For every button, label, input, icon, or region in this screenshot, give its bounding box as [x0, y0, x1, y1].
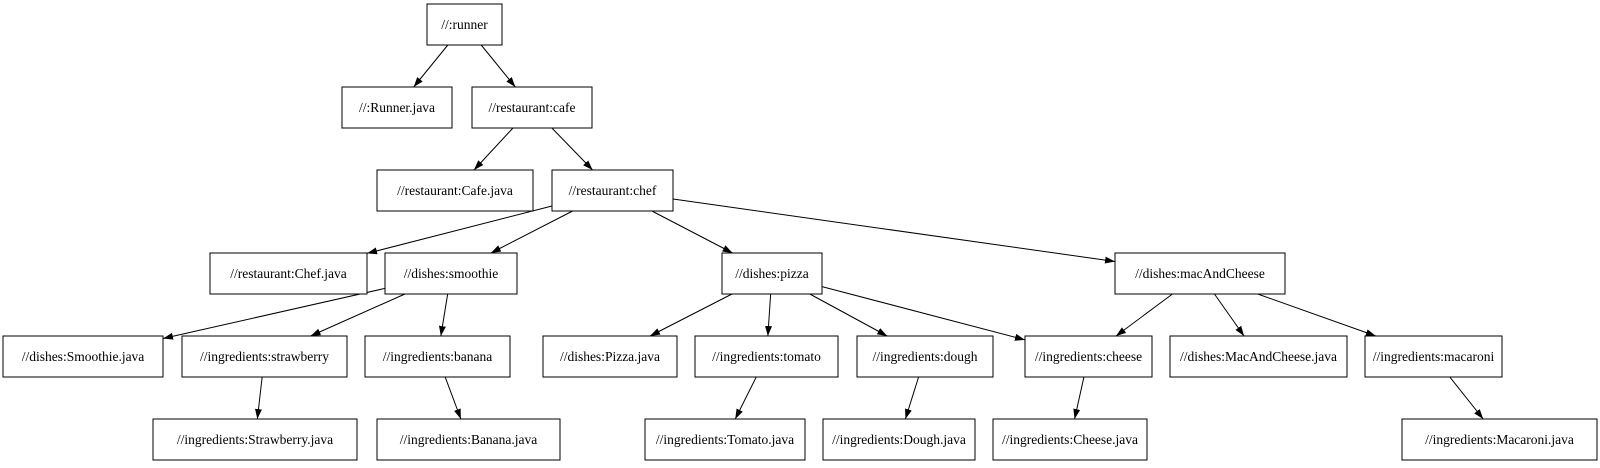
graph-edge-macandcheese-to-cheese [1115, 293, 1173, 337]
node-box-cafe [471, 86, 593, 129]
node-box-macandcheese [1114, 252, 1286, 295]
graph-node-tomato: //ingredients:tomato [694, 335, 839, 378]
node-box-cafe_java [376, 169, 534, 212]
node-label-macaroni_java: //ingredients:Macaroni.java [1425, 432, 1574, 447]
node-label-cafe_java: //restaurant:Cafe.java [397, 183, 513, 198]
graph-node-cafe_java: //restaurant:Cafe.java [376, 169, 534, 212]
node-label-banana_java: //ingredients:Banana.java [400, 432, 538, 447]
graph-node-pizza_java: //dishes:Pizza.java [542, 335, 678, 378]
node-box-cheese [1024, 335, 1153, 378]
graph-node-macaroni: //ingredients:macaroni [1364, 335, 1503, 378]
node-box-cheese_java [992, 418, 1148, 461]
graph-edge-cheese-to-cheese_java [1073, 376, 1085, 420]
node-label-dough_java: //ingredients:Dough.java [832, 432, 966, 447]
node-label-cheese: //ingredients:cheese [1035, 349, 1142, 364]
graph-edge-smoothie-to-strawberry [310, 293, 406, 337]
node-box-tomato_java [644, 418, 806, 461]
graph-edge-tomato-to-tomato_java [734, 376, 757, 420]
graph-edge-chef-to-chef_java [366, 205, 553, 255]
node-label-smoothie: //dishes:smoothie [404, 266, 499, 281]
graph-edge-strawberry-to-strawberry_java [255, 376, 263, 420]
node-label-cafe: //restaurant:cafe [489, 100, 576, 115]
node-label-runner: //:runner [441, 17, 488, 32]
graph-edge-chef-to-macandcheese [672, 198, 1116, 264]
graph-node-banana: //ingredients:banana [364, 335, 511, 378]
graph-edge-chef-to-smoothie [490, 210, 573, 254]
graph-edge-dough-to-dough_java [904, 376, 920, 420]
node-label-dough: //ingredients:dough [873, 349, 978, 364]
graph-edge-runner-to-runner_java [413, 44, 449, 88]
graph-edge-cafe-to-chef [551, 127, 593, 171]
node-label-cheese_java: //ingredients:Cheese.java [1002, 432, 1138, 447]
node-label-chef_java: //restaurant:Chef.java [230, 266, 347, 281]
node-box-chef_java [209, 252, 368, 295]
node-box-runner_java [341, 86, 453, 129]
node-box-macandcheese_java [1169, 335, 1348, 378]
graph-edge-smoothie-to-smoothie_java [162, 287, 386, 340]
graph-node-cafe: //restaurant:cafe [471, 86, 593, 129]
graph-node-dough: //ingredients:dough [856, 335, 994, 378]
graph-edge-macandcheese-to-macaroni [1257, 293, 1376, 337]
node-box-dough_java [822, 418, 976, 461]
node-box-strawberry_java [152, 418, 358, 461]
node-box-tomato [694, 335, 839, 378]
graph-node-dough_java: //ingredients:Dough.java [822, 418, 976, 461]
graph-node-strawberry_java: //ingredients:Strawberry.java [152, 418, 358, 461]
graph-edge-pizza-to-tomato [765, 293, 773, 337]
graph-edge-macandcheese-to-macandcheese_java [1214, 293, 1245, 337]
node-label-tomato: //ingredients:tomato [712, 349, 821, 364]
graph-node-pizza: //dishes:pizza [721, 252, 823, 295]
nodes-layer: //:runner //:Runner.java //restaurant:cafe… [2, 3, 1598, 461]
graph-node-runner_java: //:Runner.java [341, 86, 453, 129]
graph-node-macaroni_java: //ingredients:Macaroni.java [1401, 418, 1598, 461]
graph-edge-pizza-to-dough [809, 293, 888, 337]
graph-node-chef: //restaurant:chef [551, 169, 674, 212]
graph-node-banana_java: //ingredients:Banana.java [376, 418, 561, 461]
graph-edge-chef-to-pizza [651, 210, 733, 254]
graph-edge-runner-to-cafe [480, 44, 516, 88]
graph-node-smoothie: //dishes:smoothie [384, 252, 518, 295]
graph-node-macandcheese: //dishes:macAndCheese [1114, 252, 1286, 295]
node-box-chef [551, 169, 674, 212]
node-label-smoothie_java: //dishes:Smoothie.java [22, 349, 145, 364]
node-box-banana [364, 335, 511, 378]
graph-node-tomato_java: //ingredients:Tomato.java [644, 418, 806, 461]
graph-node-strawberry: //ingredients:strawberry [181, 335, 348, 378]
graph-edge-pizza-to-cheese [821, 286, 1026, 341]
node-box-macaroni [1364, 335, 1503, 378]
node-box-runner [426, 3, 503, 46]
graph-node-smoothie_java: //dishes:Smoothie.java [2, 335, 164, 378]
graph-edge-pizza-to-pizza_java [649, 293, 733, 337]
graph-node-macandcheese_java: //dishes:MacAndCheese.java [1169, 335, 1348, 378]
node-box-pizza_java [542, 335, 678, 378]
node-label-strawberry: //ingredients:strawberry [200, 349, 329, 364]
graph-edge-cafe-to-cafe_java [473, 127, 514, 171]
node-box-smoothie [384, 252, 518, 295]
graph-node-runner: //:runner [426, 3, 503, 46]
node-box-dough [856, 335, 994, 378]
node-label-tomato_java: //ingredients:Tomato.java [656, 432, 794, 447]
node-label-runner_java: //:Runner.java [359, 100, 435, 115]
node-label-strawberry_java: //ingredients:Strawberry.java [177, 432, 333, 447]
node-label-pizza_java: //dishes:Pizza.java [560, 349, 660, 364]
node-box-smoothie_java [2, 335, 164, 378]
node-box-banana_java [376, 418, 561, 461]
node-box-strawberry [181, 335, 348, 378]
node-label-chef: //restaurant:chef [569, 183, 657, 198]
edges-layer [162, 44, 1484, 420]
graph-edge-banana-to-banana_java [444, 376, 462, 420]
graph-node-cheese: //ingredients:cheese [1024, 335, 1153, 378]
node-box-pizza [721, 252, 823, 295]
node-label-banana: //ingredients:banana [383, 349, 492, 364]
graph-edge-macaroni-to-macaroni_java [1449, 376, 1484, 420]
graph-node-cheese_java: //ingredients:Cheese.java [992, 418, 1148, 461]
node-label-macandcheese_java: //dishes:MacAndCheese.java [1180, 349, 1337, 364]
node-label-macandcheese: //dishes:macAndCheese [1135, 266, 1265, 281]
node-label-macaroni: //ingredients:macaroni [1373, 349, 1495, 364]
graph-edge-smoothie-to-banana [438, 293, 449, 337]
node-label-pizza: //dishes:pizza [735, 266, 808, 281]
graph-node-chef_java: //restaurant:Chef.java [209, 252, 368, 295]
node-box-macaroni_java [1401, 418, 1598, 461]
